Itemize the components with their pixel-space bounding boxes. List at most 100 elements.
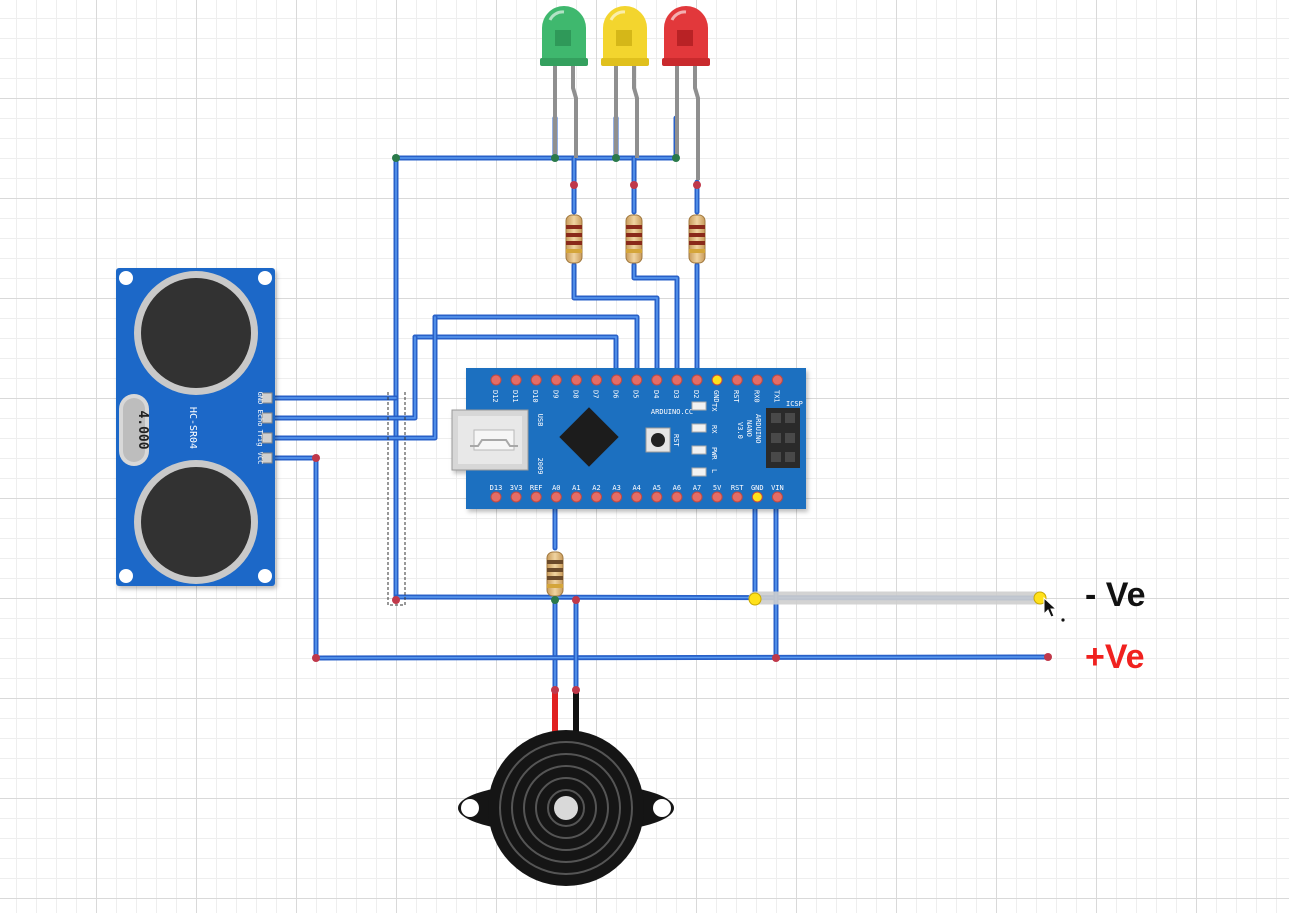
negative-rail-label: - Ve — [1085, 576, 1146, 614]
status-led — [691, 467, 707, 477]
wire-joint[interactable] — [693, 181, 701, 189]
arduino-pin-top[interactable] — [530, 374, 542, 386]
model-line-3: V3.0 — [736, 422, 744, 439]
wire-joints — [312, 154, 1052, 694]
status-led — [691, 445, 707, 455]
arduino-pin-bottom[interactable] — [771, 491, 783, 503]
arduino-pin-bottom[interactable] — [570, 491, 582, 503]
arduino-pin-top[interactable] — [611, 374, 623, 386]
arduino-pin-top[interactable] — [731, 374, 743, 386]
arduino-pin-bottom[interactable] — [631, 491, 643, 503]
resistor[interactable] — [688, 214, 706, 264]
arduino-pin-bottom[interactable] — [731, 491, 743, 503]
arduino-pin-label: A1 — [572, 484, 580, 492]
wire[interactable] — [272, 455, 319, 661]
model-line-1: ARDUINO — [754, 414, 762, 444]
piezo-buzzer[interactable] — [458, 690, 674, 886]
arduino-pin-label: A3 — [612, 484, 620, 492]
arduino-pin-bottom[interactable] — [751, 491, 763, 503]
wire-joint[interactable] — [392, 596, 400, 604]
mcu-chip — [559, 407, 619, 467]
sensor-pin[interactable] — [261, 452, 273, 464]
arduino-pin-top[interactable] — [490, 374, 502, 386]
arduino-pin-label: D5 — [632, 390, 640, 398]
arduino-pin-bottom[interactable] — [550, 491, 562, 503]
arduino-pin-bottom[interactable] — [651, 491, 663, 503]
resistor[interactable] — [565, 214, 583, 264]
reset-button-label: RST — [672, 434, 680, 447]
wire-joint-selected[interactable] — [748, 592, 762, 606]
arduino-pin-label: A7 — [693, 484, 701, 492]
resistor[interactable] — [546, 551, 564, 597]
arduino-pin-label: 3V3 — [510, 484, 523, 492]
arduino-pin-top[interactable] — [711, 374, 723, 386]
wire-joint[interactable] — [1044, 653, 1052, 661]
led-red[interactable] — [662, 6, 710, 180]
wire-joint[interactable] — [551, 686, 559, 694]
arduino-pin-top[interactable] — [771, 374, 783, 386]
selection-dashed-box — [387, 392, 406, 606]
arduino-pin-label: VIN — [771, 484, 784, 492]
arduino-pin-bottom[interactable] — [510, 491, 522, 503]
arduino-pin-bottom[interactable] — [530, 491, 542, 503]
arduino-pin-bottom[interactable] — [490, 491, 502, 503]
arduino-pin-label: D10 — [531, 390, 539, 403]
wire-joint[interactable] — [570, 181, 578, 189]
sensor-pin[interactable] — [261, 412, 273, 424]
wire-joint[interactable] — [572, 686, 580, 694]
arduino-pin-top[interactable] — [671, 374, 683, 386]
sensor-pin[interactable] — [261, 392, 273, 404]
icsp-label: ICSP — [786, 400, 803, 408]
arduino-pin-top[interactable] — [570, 374, 582, 386]
wire-joint[interactable] — [312, 654, 320, 662]
wire-joint[interactable] — [672, 154, 680, 162]
wire-joint[interactable] — [572, 596, 580, 604]
arduino-pin-top[interactable] — [550, 374, 562, 386]
wire-joint[interactable] — [392, 154, 400, 162]
buzzer-center — [554, 796, 578, 820]
arduino-pin-top[interactable] — [631, 374, 643, 386]
wire-joint[interactable] — [630, 181, 638, 189]
arduino-pin-label: D9 — [551, 390, 559, 398]
arduino-pin-label: D12 — [491, 390, 499, 403]
icsp-header: ICSP — [766, 400, 803, 468]
mount-hole — [119, 271, 133, 285]
arduino-pin-top[interactable] — [651, 374, 663, 386]
arduino-pin-label: D4 — [652, 390, 660, 398]
wire-endpoint-selected[interactable] — [1033, 591, 1047, 605]
arduino-pin-bottom[interactable] — [591, 491, 602, 503]
positive-rail-label: +Ve — [1085, 638, 1145, 676]
led-green[interactable] — [540, 6, 588, 158]
arduino-pin-top[interactable] — [510, 374, 522, 386]
status-led — [691, 401, 707, 411]
wire-joint[interactable] — [612, 154, 620, 162]
sensor-pin[interactable] — [261, 432, 273, 444]
wire-joint[interactable] — [551, 596, 559, 604]
arduino-pin-top[interactable] — [691, 374, 703, 386]
wire-joint[interactable] — [551, 154, 559, 162]
arduino-pin-label: GND — [712, 390, 720, 403]
led-yellow[interactable] — [601, 6, 649, 158]
resistor[interactable] — [625, 214, 643, 264]
arduino-pin-label: A6 — [673, 484, 681, 492]
arduino-pin-label: TX1 — [772, 390, 780, 403]
arduino-pin-bottom[interactable] — [691, 491, 703, 503]
status-led — [691, 423, 707, 433]
arduino-pin-bottom[interactable] — [611, 491, 623, 503]
mouse-cursor-icon — [1043, 596, 1065, 622]
arduino-pin-top[interactable] — [591, 374, 602, 386]
wire-joint[interactable] — [772, 654, 780, 662]
arduino-pin-bottom[interactable] — [671, 491, 683, 503]
arduino-pin-bottom[interactable] — [711, 491, 723, 503]
arduino-pin-label: A0 — [552, 484, 560, 492]
mount-hole — [258, 569, 272, 583]
sensor-model-label: HC-SR04 — [187, 407, 198, 449]
arduino-pin-label: A4 — [632, 484, 640, 492]
arduino-pin-top[interactable] — [751, 374, 763, 386]
status-led-label: L — [710, 469, 718, 473]
wire-joint[interactable] — [312, 454, 320, 462]
